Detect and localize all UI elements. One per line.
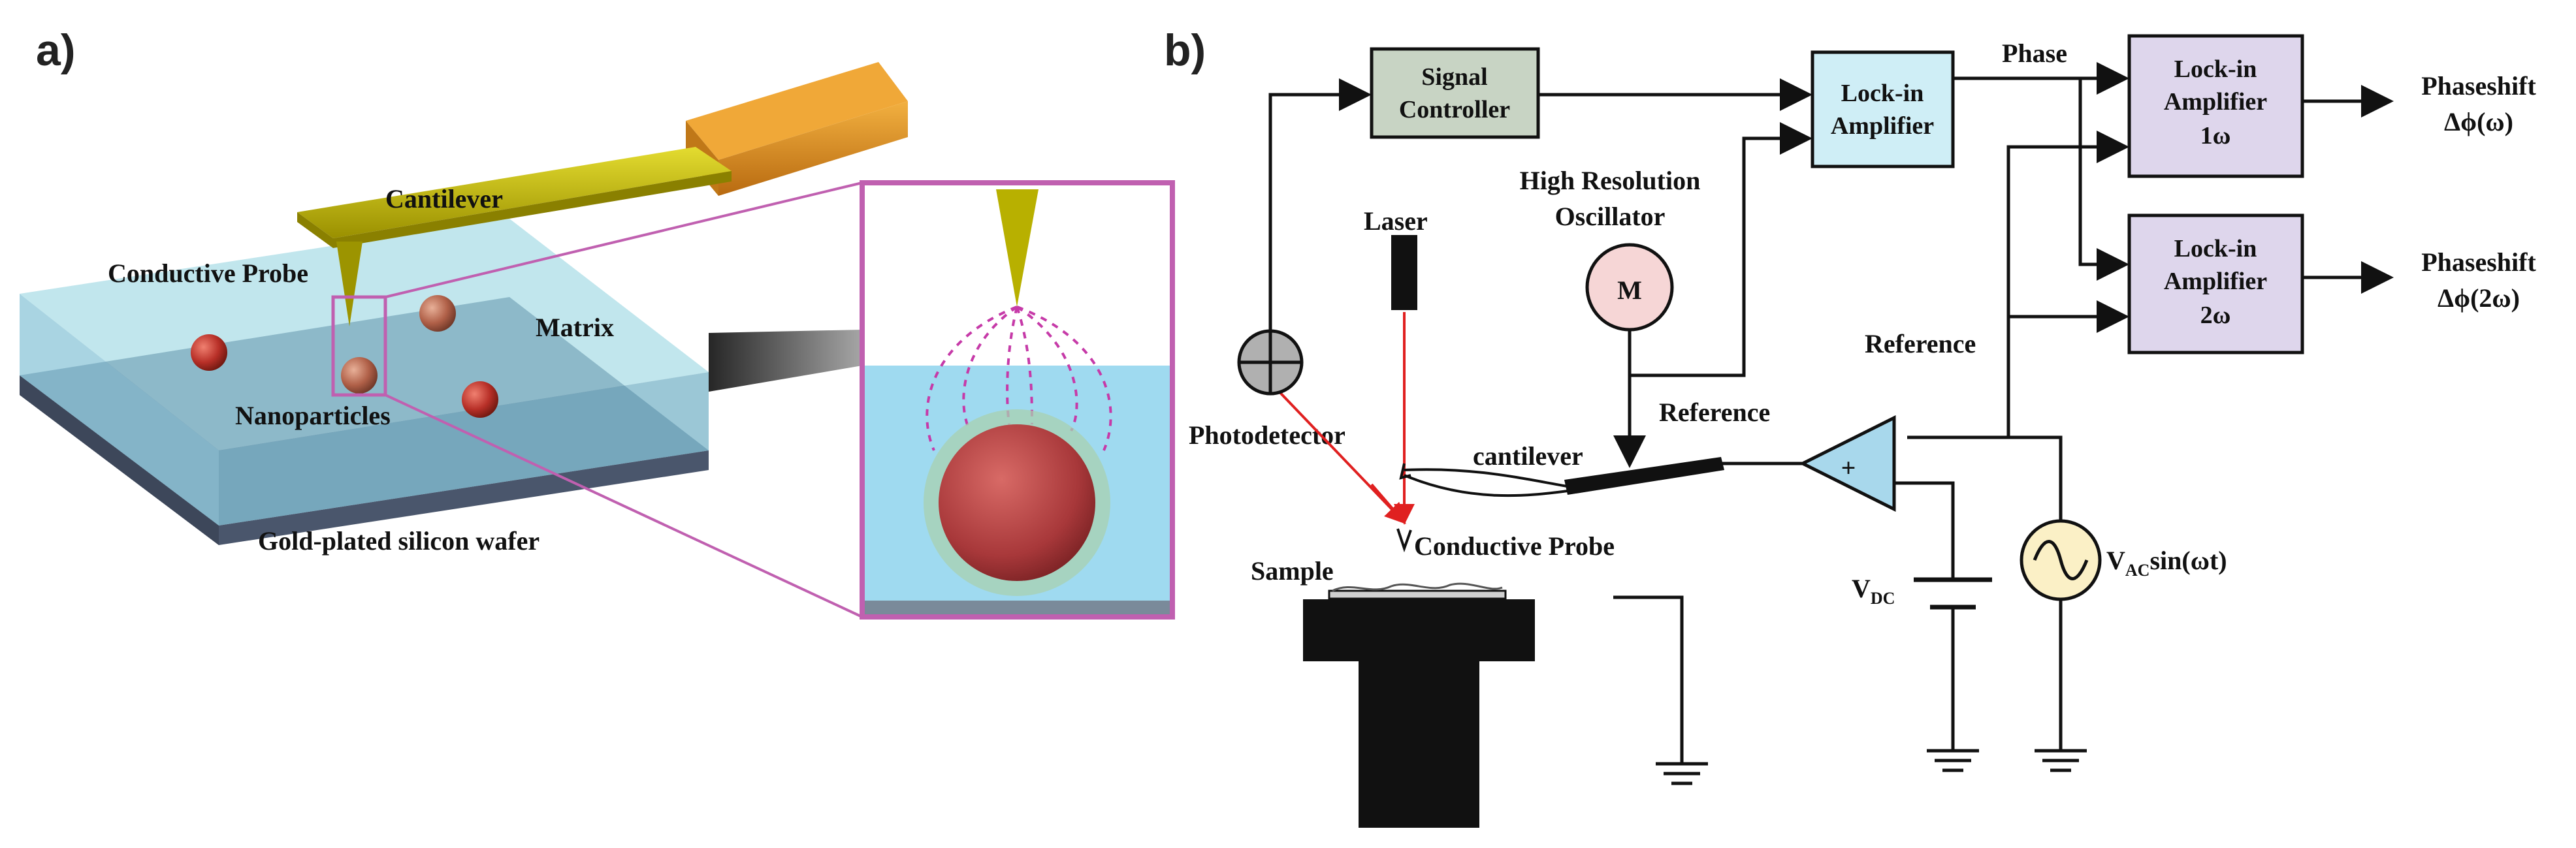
label-oscillator-2: Oscillator [1555,202,1666,231]
label-phase: Phase [2002,39,2067,68]
nanoparticle [341,357,378,394]
panel-a-letter: a) [36,25,75,75]
ground-vac [2035,749,2087,772]
svg-text:Controller: Controller [1399,96,1510,123]
label-sample: Sample [1251,556,1334,586]
zoom-inset [860,180,1175,620]
vac-source [2020,519,2102,601]
label-substrate: Gold-plated silicon wafer [258,526,539,556]
nanoparticle [462,381,498,418]
panel-a: a) Cantilever [20,25,1175,620]
label-nanoparticles: Nanoparticles [235,401,391,430]
zoom-line [385,394,863,618]
matrix-layer [20,219,709,526]
nanoparticle [419,295,456,332]
svg-text:Signal: Signal [1421,63,1487,91]
zoom-selection [331,295,387,397]
oscillator-motor: M [1585,243,1674,332]
label-phaseshift-1: Phaseshift [2421,71,2536,101]
label-conductive-probe: Conductive Probe [108,259,308,288]
cantilever-beam [297,147,732,326]
svg-text:Amplifier: Amplifier [1831,112,1934,140]
label-reference-right: Reference [1865,329,1976,358]
cantilever-b [1396,457,1724,553]
panel-b: b) [1164,25,2536,828]
label-laser: Laser [1364,206,1428,236]
svg-text:Lock-in: Lock-in [1841,80,1924,107]
lockin-amplifier-box: Lock-in Amplifier [1811,50,1955,168]
photodetector [1237,329,1304,396]
nanoparticle [191,334,227,371]
amplifier: + [1799,415,1896,512]
label-reference-left: Reference [1659,398,1770,427]
label-conductive-probe-b: Conductive Probe [1414,531,1615,561]
label-vac: VACsin(ωt) [2106,546,2227,580]
inset-nanoparticle [939,424,1095,581]
label-cantilever: Cantilever [385,184,503,213]
label-phaseshift-1-symbol: Δϕ(ω) [2444,107,2513,136]
label-oscillator-1: High Resolution [1520,166,1701,195]
probe-shadow [709,330,862,392]
laser-source [1391,235,1417,310]
svg-text:Lock-in: Lock-in [2174,55,2257,83]
wires [1268,62,2394,764]
ground-sample [1656,762,1708,785]
label-cantilever-b: cantilever [1473,441,1583,471]
svg-text:1ω: 1ω [2200,122,2231,149]
svg-text:M: M [1617,275,1642,305]
svg-text:Amplifier: Amplifier [2164,268,2267,295]
amp-sign: + [1841,453,1856,482]
lockin-1w-box: Lock-in Amplifier 1ω [2127,34,2304,178]
label-phaseshift-2: Phaseshift [2421,247,2536,277]
sample-stage [1303,582,1535,828]
svg-text:Amplifier: Amplifier [2164,88,2267,116]
panel-b-letter: b) [1164,25,1206,75]
ground-vdc [1927,749,1979,772]
vdc-battery [1914,577,1992,610]
signal-controller-box: Signal Controller [1370,47,1540,139]
label-vdc: VDC [1852,574,1895,608]
lockin-2w-box: Lock-in Amplifier 2ω [2127,213,2304,354]
svg-text:2ω: 2ω [2200,302,2231,329]
laser-beams [1255,312,1415,525]
inset-frame [860,180,1175,620]
label-phaseshift-2-symbol: Δϕ(2ω) [2438,283,2520,313]
svg-text:Lock-in: Lock-in [2174,235,2257,262]
zoom-line [385,181,863,298]
label-matrix: Matrix [536,313,614,342]
inset-probe-tip [996,189,1038,307]
